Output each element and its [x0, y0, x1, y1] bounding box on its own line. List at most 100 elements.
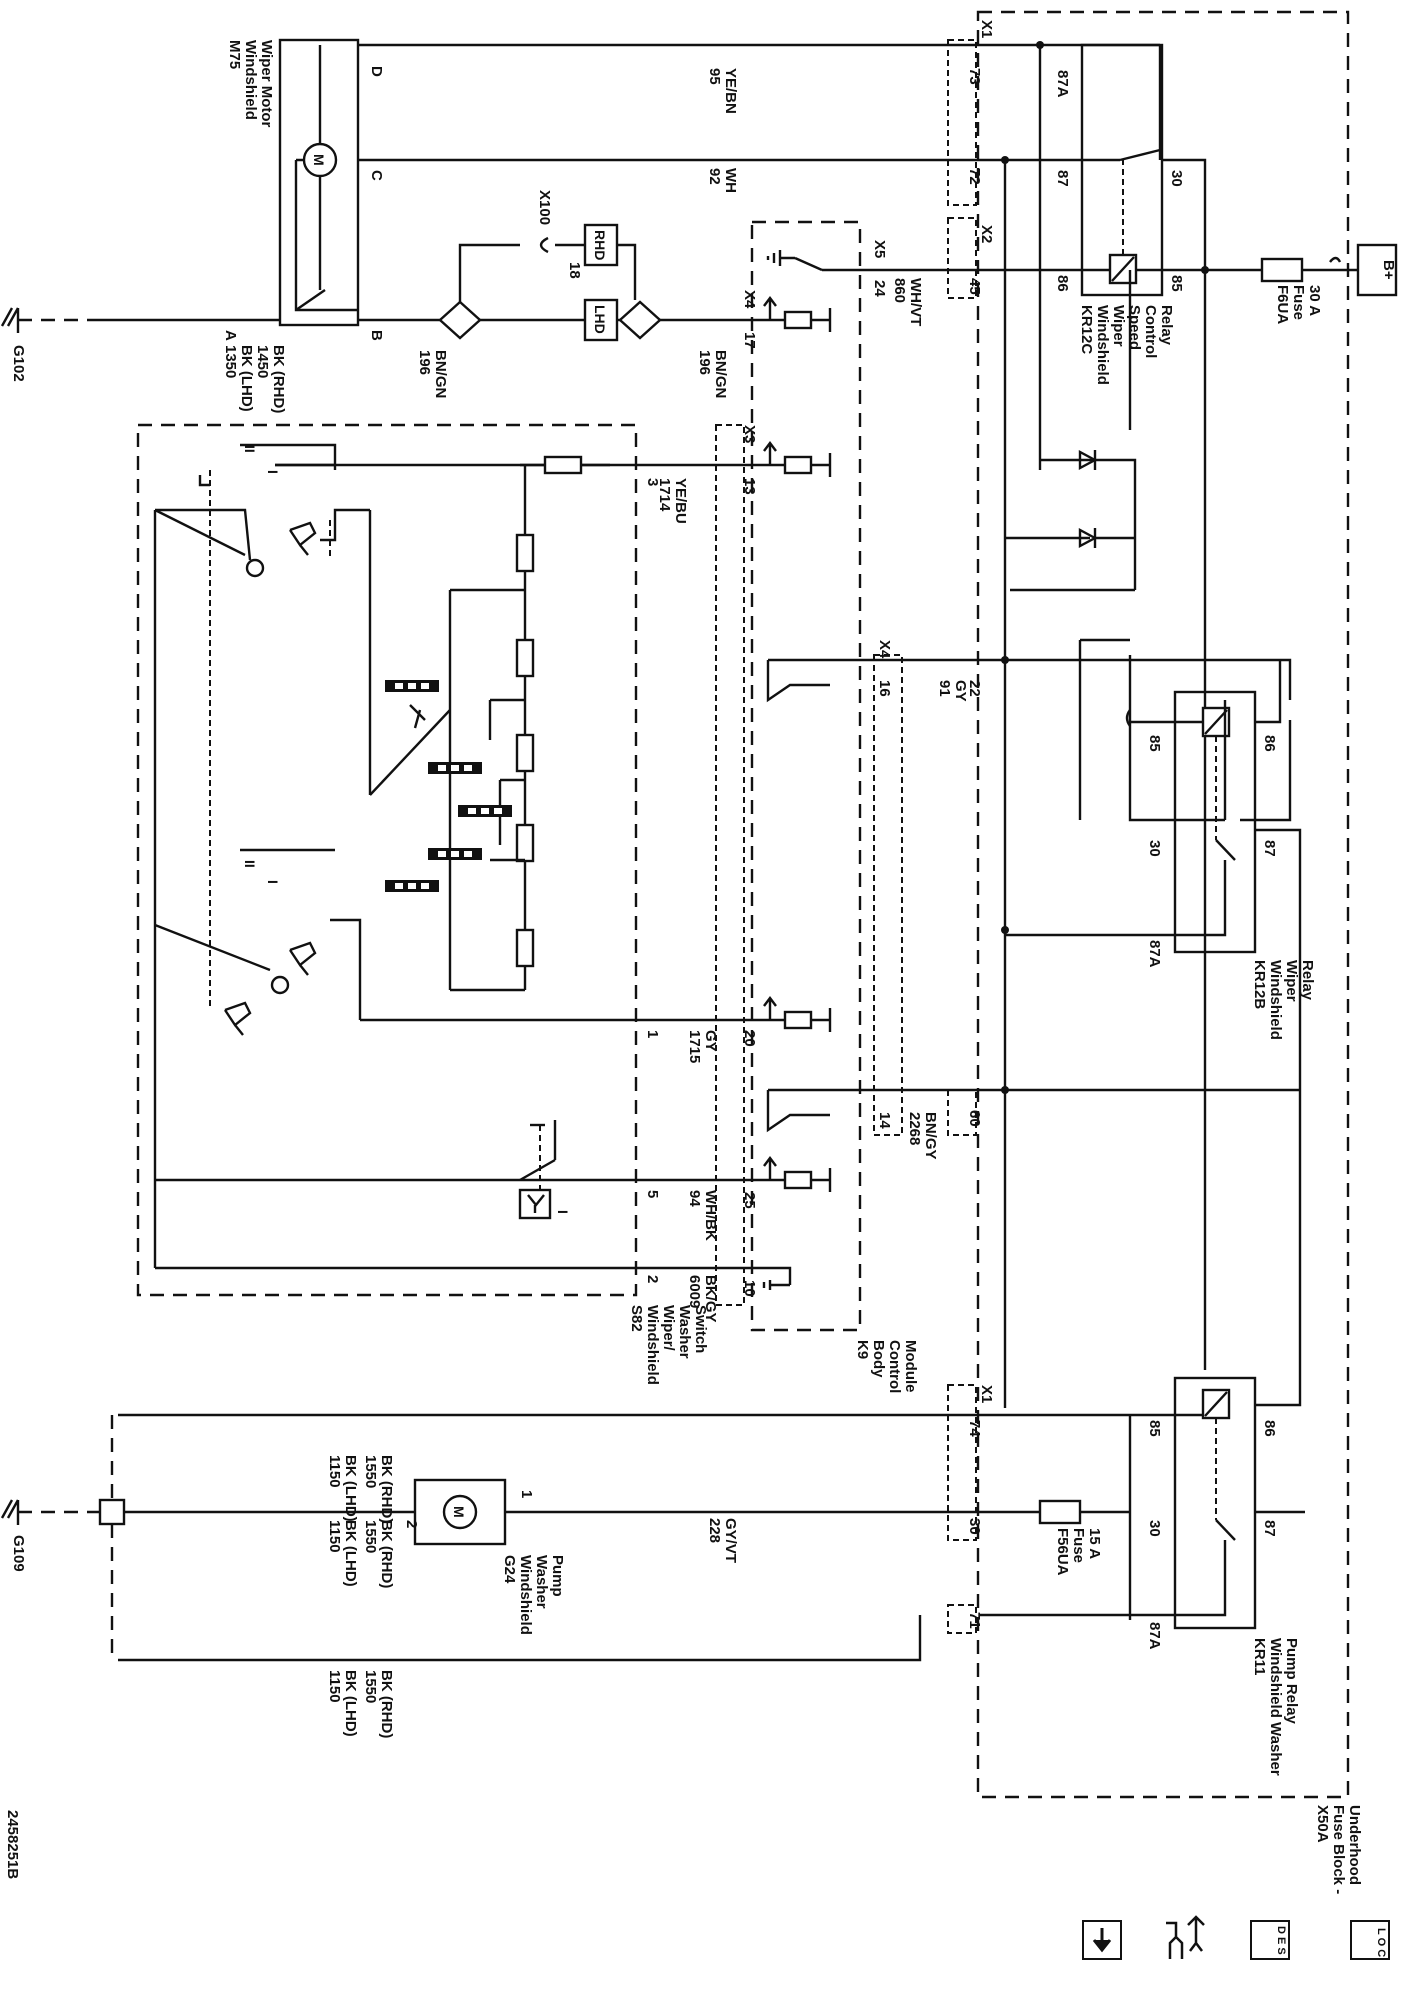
svg-text:Pump: Pump: [549, 1555, 566, 1597]
svg-text:F56UA: F56UA: [1054, 1528, 1071, 1576]
kr12c-85: 85: [1168, 275, 1185, 292]
svg-text:Windshield: Windshield: [242, 40, 259, 120]
switch-mark-i-bottom: I: [265, 880, 281, 884]
svg-text:BK (RHD): BK (RHD): [378, 1455, 395, 1523]
body-control-module-k9: [750, 220, 862, 1332]
svg-text:YE/BN: YE/BN: [722, 68, 739, 114]
pin-10: 10: [741, 1280, 758, 1297]
relay-kr12b-label: KR12B Windshield Wiper Relay: [1251, 960, 1316, 1040]
down-arrow-icon[interactable]: [1082, 1920, 1122, 1960]
pump-m: M: [451, 1506, 467, 1518]
svg-text:BN/GY: BN/GY: [922, 1112, 939, 1160]
svg-text:BK (RHD): BK (RHD): [378, 1520, 395, 1588]
svg-text:228: 228: [706, 1518, 723, 1543]
pin-24: 24: [871, 280, 888, 297]
svg-text:BK (LHD): BK (LHD): [342, 1670, 359, 1737]
x4-label-a: X4: [741, 290, 758, 309]
svg-text:GY/VT: GY/VT: [722, 1518, 739, 1563]
switch-mark-ii-top: II: [242, 445, 258, 453]
connector-x1-top: [947, 39, 977, 206]
pin-74: 74: [966, 1420, 983, 1437]
wiper-motor-m75: [278, 38, 360, 327]
svg-text:GY: GY: [702, 1030, 719, 1052]
kr12c-87a: 87A: [1054, 70, 1071, 98]
svg-text:Fuse Block -: Fuse Block -: [1330, 1805, 1347, 1894]
svg-text:1150: 1150: [326, 1455, 343, 1488]
svg-text:Control: Control: [1142, 305, 1159, 358]
motor-m: M: [311, 154, 327, 166]
pin-60: 60: [966, 1110, 983, 1127]
pin-18: 18: [566, 262, 583, 279]
switch-pin-1: 1: [644, 1030, 661, 1038]
motor-pin-d: D: [368, 66, 385, 77]
relay-kr12c-label: KR12C Windshield Wiper Speed Control Rel…: [1078, 305, 1175, 385]
svg-text:1715: 1715: [686, 1030, 703, 1063]
desc-icon[interactable]: D E S C: [1250, 1920, 1290, 1966]
svg-text:S82: S82: [628, 1305, 645, 1332]
kr12c-86: 86: [1054, 275, 1071, 292]
relay-kr11-label: KR11 Windshield Washer Pump Relay: [1251, 1638, 1300, 1776]
wire-1150-a: 1150 BK (LHD) 1550 BK (RHD): [326, 1455, 395, 1523]
kr11-86: 86: [1261, 1420, 1278, 1437]
fuse-f56ua: [1038, 1499, 1082, 1525]
fuse-f6ua-label: F6UA Fuse 30 A: [1274, 285, 1323, 324]
svg-text:94: 94: [686, 1190, 703, 1207]
x4-label-b: X4: [876, 640, 893, 659]
switch-label: S82 Windshield Wiper/ Washer Switch: [628, 1305, 709, 1385]
x100-label: X100: [536, 190, 553, 225]
wire-196-b: 196 BN/GN: [696, 350, 729, 398]
svg-text:1550: 1550: [362, 1455, 379, 1488]
wire-196-a: 196 BN/GN: [416, 350, 449, 398]
svg-text:Control: Control: [886, 1340, 903, 1393]
pump-pin2: 2: [403, 1520, 420, 1528]
splice-g109: [98, 1498, 126, 1526]
battery-positive-terminal: [1356, 243, 1398, 297]
wiper-blade-icon-3: [224, 1001, 252, 1036]
pin-17: 17: [741, 332, 758, 349]
svg-text:X50A: X50A: [1314, 1805, 1331, 1843]
svg-text:F6UA: F6UA: [1274, 285, 1291, 324]
svg-text:Pump Relay: Pump Relay: [1283, 1638, 1300, 1725]
washer-pump-label: G24 Windshield Washer Pump: [501, 1555, 566, 1635]
svg-text:196: 196: [416, 350, 433, 375]
pump-pin1: 1: [518, 1490, 535, 1498]
motor-pin-c: C: [368, 170, 385, 181]
kr12b-30: 30: [1146, 840, 1163, 857]
svg-text:6009: 6009: [686, 1275, 703, 1308]
svg-text:BK (RHD): BK (RHD): [378, 1670, 395, 1738]
switch-mark-i-top: I: [265, 470, 281, 474]
bcm-label: K9 Body Control Module: [854, 1340, 919, 1393]
connector-info-icon[interactable]: [1160, 1915, 1212, 1967]
kr12b-86: 86: [1261, 735, 1278, 752]
wiper-blade-icon-2: [289, 941, 317, 976]
step-marker-1: [385, 680, 439, 692]
wire-1714: 1714 YE/BU: [656, 478, 689, 524]
svg-text:Wiper: Wiper: [1110, 305, 1127, 347]
svg-text:Relay: Relay: [1158, 305, 1175, 346]
relay-kr12b: [1173, 690, 1257, 954]
kr11-87: 87: [1261, 1520, 1278, 1537]
svg-text:Washer: Washer: [676, 1305, 693, 1359]
loc-icon[interactable]: L O C: [1350, 1920, 1390, 1960]
pin-72: 72: [966, 168, 983, 185]
kr12c-87: 87: [1054, 170, 1071, 187]
motor-pin-a: A: [222, 330, 239, 341]
connector-x4-b: [873, 654, 903, 1136]
fuse-f56ua-label: F56UA Fuse 15 A: [1054, 1528, 1103, 1576]
step-marker-5: [385, 880, 439, 892]
fuse-f6ua: [1260, 257, 1304, 283]
relay-kr11: [1173, 1376, 1257, 1630]
svg-text:WH: WH: [722, 168, 739, 193]
svg-text:M75: M75: [226, 40, 243, 69]
motor-pin-b: B: [368, 330, 385, 341]
x5-label: X5: [871, 240, 888, 258]
kr12b-85: 85: [1146, 735, 1163, 752]
wire-6009: 6009 BK/GY: [686, 1275, 719, 1323]
svg-text:BK (LHD): BK (LHD): [342, 1455, 359, 1522]
svg-text:GY: GY: [952, 680, 969, 702]
svg-text:Underhood: Underhood: [1346, 1805, 1363, 1885]
pin-20: 20: [741, 1030, 758, 1047]
switch-pin-3: 3: [644, 478, 661, 486]
svg-text:K9: K9: [854, 1340, 871, 1359]
